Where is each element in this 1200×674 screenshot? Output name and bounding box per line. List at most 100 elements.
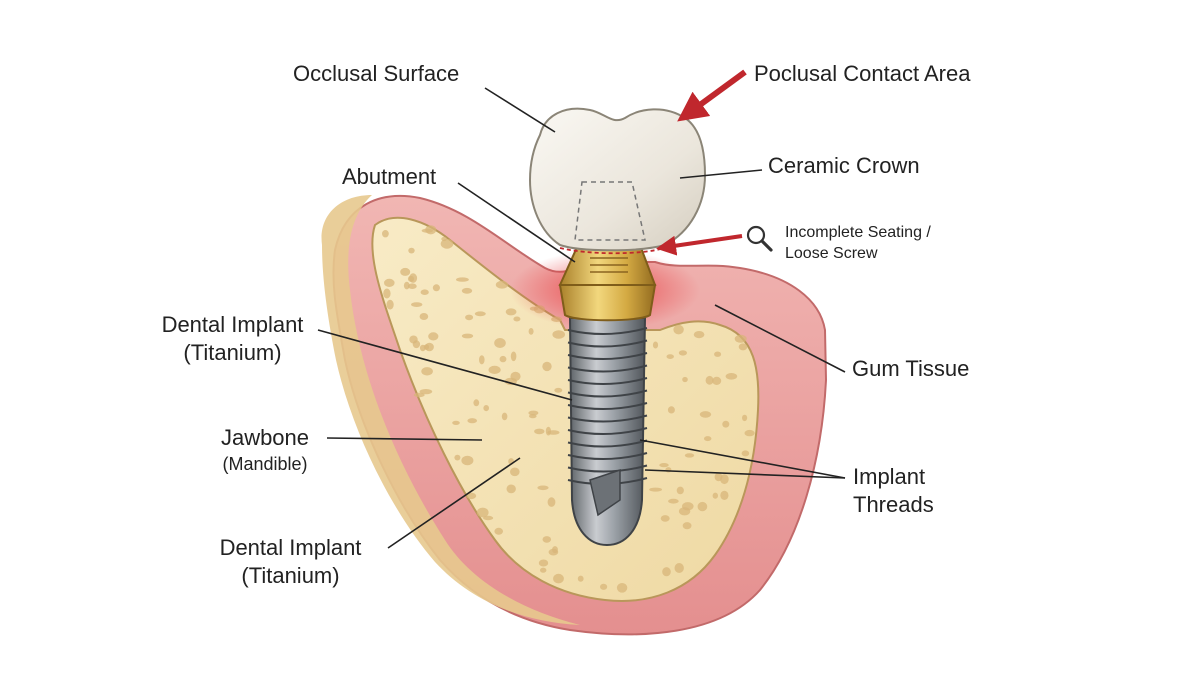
bone-pore (501, 412, 508, 421)
ceramic-crown-graphic (528, 107, 707, 255)
label-dental-implant-upper-line1: Dental Implant (161, 312, 304, 337)
bone-pore (452, 420, 460, 425)
bone-pore (505, 308, 517, 316)
label-occlusal-surface: Occlusal Surface (293, 61, 460, 86)
bone-pore (411, 302, 423, 307)
bone-pore (420, 289, 429, 296)
bone-pore (461, 287, 473, 294)
bone-pore (494, 338, 506, 348)
label-dental-implant-lower-line1: Dental Implant (219, 535, 362, 560)
bone-pore (725, 373, 738, 380)
implant-thread (567, 452, 648, 461)
bone-pore (408, 247, 415, 254)
bone-pore (662, 567, 671, 577)
bone-pore (552, 546, 558, 554)
bone-pore (440, 238, 454, 249)
bone-pore (666, 354, 674, 359)
bone-pore (542, 361, 552, 372)
bone-pore (705, 375, 714, 385)
label-abutment: Abutment (342, 164, 437, 189)
implant-thread (567, 352, 648, 361)
label-incomplete-seating-line2: Loose Screw (785, 245, 878, 262)
label-jawbone-line2: (Mandible) (222, 454, 308, 474)
bone-pore (553, 573, 564, 584)
bone-pore (474, 311, 486, 317)
bone-pore (465, 314, 474, 321)
bone-outer-band (321, 195, 580, 625)
bone-pore (499, 355, 507, 363)
bone-pore (400, 267, 411, 276)
bone-pore (456, 277, 469, 282)
label-jawbone: Jawbone (Mandible) (205, 424, 325, 476)
bone-pore (674, 563, 684, 573)
label-jawbone-line1: Jawbone (220, 425, 310, 450)
bone-pore (649, 487, 662, 492)
bone-pore (510, 351, 517, 362)
bone-pore (652, 341, 659, 349)
label-incomplete-seating: Incomplete Seating / Loose Screw (785, 222, 931, 264)
bone-pore (476, 507, 489, 518)
bone-pore (720, 490, 729, 500)
bone-pore (419, 313, 429, 320)
bone-pore (407, 275, 415, 282)
label-incomplete-seating-line1: Incomplete Seating / (785, 224, 931, 241)
bone-pore (577, 575, 584, 582)
bone-pore (682, 522, 692, 530)
bone-pore (545, 426, 552, 436)
bone-pore (738, 343, 748, 351)
label-gum-tissue: Gum Tissue (852, 356, 970, 381)
bone-pore (667, 406, 675, 414)
bone-pore (668, 498, 679, 504)
label-dental-implant-upper-line2: (Titanium) (183, 340, 282, 365)
bone-pore (513, 316, 521, 322)
bone-pore (428, 332, 439, 341)
bone-pore (534, 428, 545, 435)
bone-pore (660, 515, 670, 522)
label-dental-implant-lower: Dental Implant (Titanium) (208, 534, 373, 590)
bone-pore (479, 355, 485, 365)
bone-pore (693, 331, 705, 339)
bone-pore (495, 280, 509, 289)
bone-pore (421, 367, 433, 376)
bone-pore (673, 324, 684, 335)
implant-thread (567, 402, 648, 411)
bone-pore (506, 484, 516, 494)
bone-pore (488, 365, 501, 374)
implant-threads-graphic (567, 327, 648, 486)
implant-thread (567, 327, 648, 336)
bone-pore (528, 328, 534, 335)
bone-pore (744, 429, 755, 437)
implant-body (567, 317, 648, 547)
bone-pore (413, 392, 425, 398)
bone-pore (382, 230, 389, 238)
abutment-graphic (558, 244, 657, 322)
bone-pore (678, 350, 688, 356)
bone-pore (424, 342, 434, 352)
bone-pore (461, 333, 474, 339)
label-poclusal-contact-area: Poclusal Contact Area (754, 61, 971, 86)
bone-pore (510, 371, 521, 381)
bone-pore (384, 278, 395, 287)
bone-pore (461, 455, 474, 466)
bone-pore (678, 507, 691, 516)
bone-pore (699, 411, 712, 418)
bone-pore (600, 583, 608, 590)
bone-pore (473, 399, 480, 407)
bone-pore (722, 420, 730, 428)
bone-pore (714, 351, 722, 357)
bone-pore (537, 485, 549, 491)
implant-thread (567, 339, 648, 348)
bone-pore (483, 515, 494, 521)
bone-pore (547, 497, 556, 507)
bone-pore (676, 486, 684, 495)
bone-pore (714, 472, 723, 482)
label-dental-implant-lower-line2: (Titanium) (241, 563, 340, 588)
bone-pore (684, 453, 695, 458)
implant-thread (567, 377, 648, 386)
implant-thread (567, 439, 648, 448)
bone-pore (403, 281, 410, 290)
bone-pore (419, 344, 426, 352)
bone-pore (682, 376, 688, 383)
implant-thread (567, 389, 648, 398)
bone-pore (412, 340, 421, 349)
